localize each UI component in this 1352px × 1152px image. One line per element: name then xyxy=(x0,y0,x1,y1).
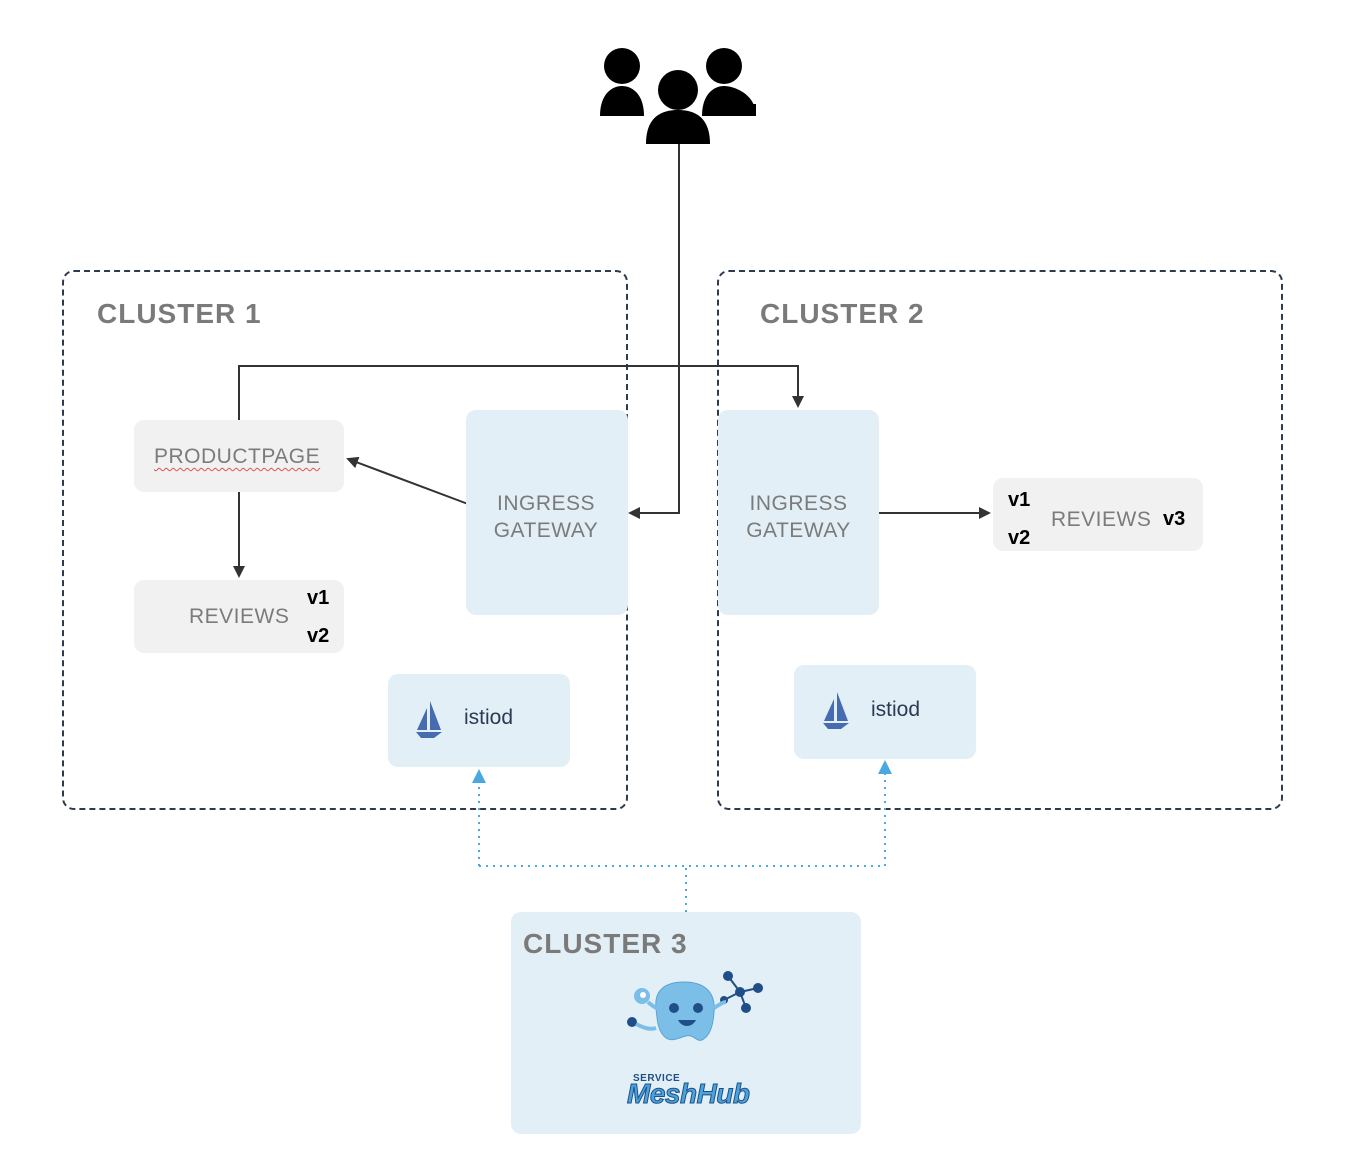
istio-sail-icon xyxy=(416,701,442,738)
cluster-3-title: CLUSTER 3 xyxy=(523,928,688,959)
cluster-1-title: CLUSTER 1 xyxy=(97,298,262,329)
cluster1-reviews-version-v1: v1 xyxy=(307,587,330,609)
cluster2-reviews-version-v3: v3 xyxy=(1163,508,1186,530)
cluster2-reviews-label: REVIEWS xyxy=(1051,508,1152,531)
cluster2-reviews-version-v1: v1 xyxy=(1008,489,1031,511)
service-mesh-hub-logo-small: SERVICE xyxy=(633,1073,681,1084)
users-group-icon xyxy=(600,48,756,144)
cluster1-gateway-line1: INGRESS xyxy=(496,492,596,515)
cluster1-gateway-line2: GATEWAY xyxy=(493,519,599,542)
cluster2-reviews-version-v2: v2 xyxy=(1008,527,1031,549)
edge-users-to-cluster1-gateway xyxy=(628,140,680,519)
productpage-label: PRODUCTPAGE xyxy=(154,445,321,468)
edge-productpage-to-cluster2-gateway xyxy=(238,365,804,420)
cluster2-reviews-node xyxy=(993,478,1203,551)
cluster2-istiod-node xyxy=(794,665,976,759)
cluster1-istiod-label: istiod xyxy=(464,706,514,729)
cluster1-reviews-node xyxy=(134,580,344,653)
cluster2-istiod-label: istiod xyxy=(871,698,921,721)
cluster1-reviews-label: REVIEWS xyxy=(189,605,290,628)
cluster2-ingress-gateway-label: INGRESS GATEWAY xyxy=(718,490,879,544)
cluster-2-title: CLUSTER 2 xyxy=(760,298,925,329)
cluster1-ingress-gateway-label: INGRESS GATEWAY xyxy=(466,490,626,544)
cluster1-reviews-version-v2: v2 xyxy=(307,625,330,647)
cluster2-ingress-gateway-node xyxy=(718,410,879,615)
cluster2-gateway-line1: INGRESS xyxy=(749,492,848,515)
service-mesh-hub-mascot-icon xyxy=(627,971,763,1041)
cluster2-gateway-line2: GATEWAY xyxy=(746,519,851,542)
service-mesh-hub-logo: MeshHub xyxy=(627,1078,751,1110)
istio-sail-icon xyxy=(823,692,849,729)
cluster1-ingress-gateway-node xyxy=(466,410,628,615)
edge-gateway-to-productpage xyxy=(346,456,469,505)
cluster1-istiod-node xyxy=(388,674,570,767)
productpage-node xyxy=(134,420,344,492)
